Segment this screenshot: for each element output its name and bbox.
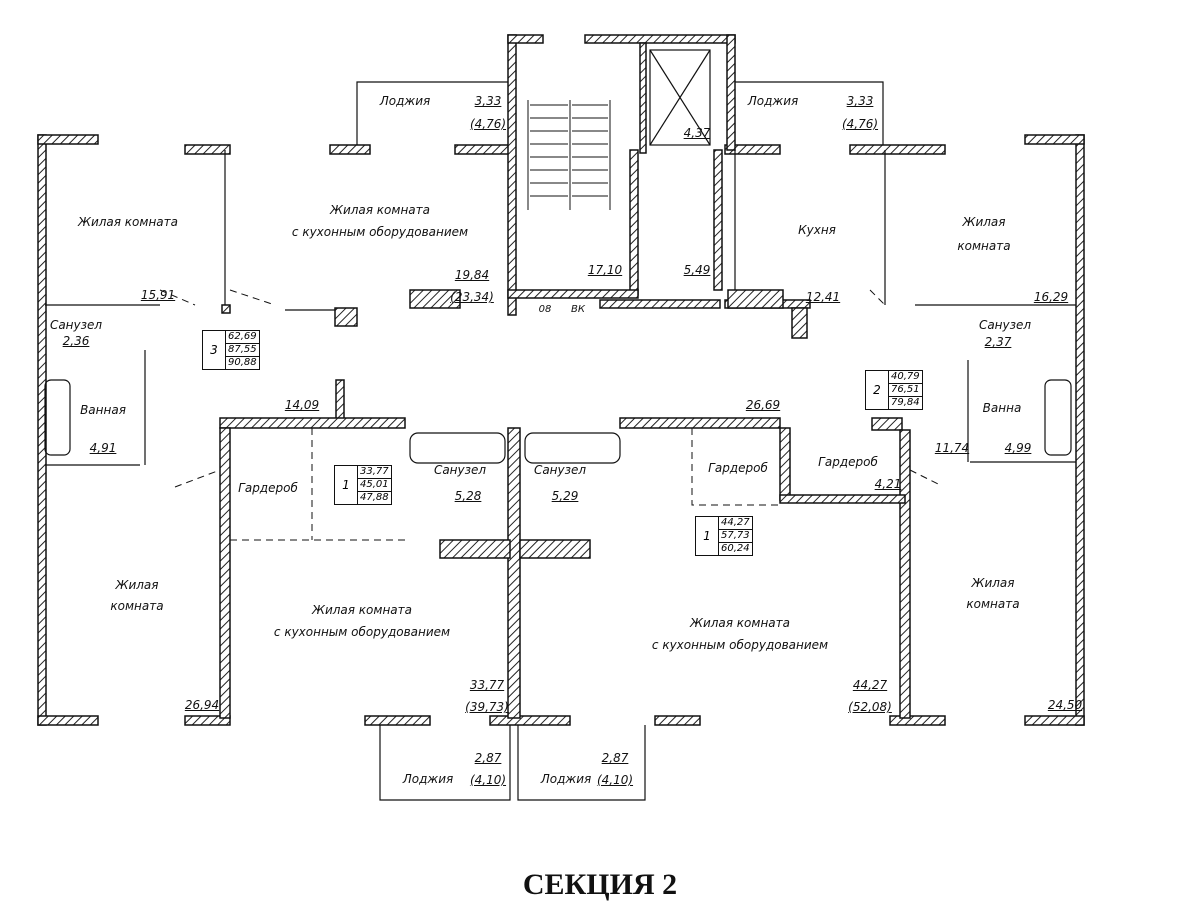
wc-br-name: Санузел (533, 463, 587, 477)
hall-left-area: 14,09 (284, 398, 320, 412)
apartment-total-area-loggia: 79,84 (891, 397, 920, 408)
wardrobe-br-area: 4,21 (874, 477, 902, 491)
bath-left-name: Ванная (80, 403, 126, 417)
room-bl-name2: комната (110, 599, 164, 613)
wardrobe-bc-name: Гардероб (708, 461, 768, 475)
living-kitchen-bl-name: Жилая комната (312, 603, 412, 617)
apartment-rooms: 1 (696, 517, 719, 555)
apartment-total-area: 45,01 (358, 479, 391, 492)
hall-right-small-area: 11,74 (934, 441, 970, 455)
wc-bl-name: Санузел (433, 463, 487, 477)
room-tr-area: 16,29 (1033, 290, 1069, 304)
wc-left-area: 2,36 (62, 334, 90, 348)
apartment-living-area: 62,69 (226, 331, 259, 344)
bath-right-area: 4,99 (1004, 441, 1032, 455)
apartment-rooms: 1 (335, 466, 358, 504)
room-tr-name2: комната (957, 239, 1011, 253)
apartment-total-area-loggia: 47,88 (360, 492, 389, 503)
loggia-tl-name: Лоджия (379, 94, 431, 108)
living-kitchen-top-area2: (23,34) (450, 290, 494, 304)
room-tl-area: 15,91 (140, 288, 176, 302)
wc-br-area: 5,29 (551, 489, 579, 503)
stair-area: 17,10 (587, 263, 623, 277)
wc-right-area: 2,37 (984, 335, 1012, 349)
living-kitchen-br-area: 44,27 (852, 678, 888, 692)
loggia-br-area2: (4,10) (596, 773, 634, 787)
shaft-label-a: 08 (538, 304, 552, 315)
living-kitchen-top-name2: с кухонным оборудованием (291, 225, 469, 239)
living-kitchen-bl-area2: (39,73) (465, 700, 509, 714)
living-kitchen-top-name: Жилая комната (330, 203, 430, 217)
loggia-tl-area: 3,33 (474, 94, 502, 108)
apartment-total-area: 76,51 (889, 384, 922, 397)
room-tr-name: Жилая (962, 215, 1006, 229)
apartment-living-area: 44,27 (719, 517, 752, 530)
apartment-living-area: 33,77 (358, 466, 391, 479)
room-tl-name: Жилая комната (78, 215, 178, 229)
loggia-tr-name: Лоджия (747, 94, 799, 108)
living-kitchen-bl-area: 33,77 (469, 678, 505, 692)
apartment-total-area-loggia: 60,24 (721, 543, 750, 554)
wc-bl-area: 5,28 (454, 489, 482, 503)
stair-treads (530, 104, 608, 197)
loggia-br-name: Лоджия (540, 772, 592, 786)
room-bl-name: Жилая (115, 578, 159, 592)
loggia-tr-area2: (4,76) (841, 117, 879, 131)
apartment-rooms: 2 (866, 371, 889, 409)
hall-right-area: 26,69 (745, 398, 781, 412)
living-kitchen-top-area: 19,84 (454, 268, 490, 282)
apartment-living-area: 40,79 (889, 371, 922, 384)
wc-left-name: Санузел (49, 318, 103, 332)
room-br-area: 24,50 (1047, 698, 1083, 712)
dashed-zones (159, 289, 941, 541)
loggia-bl-area: 2,87 (474, 751, 502, 765)
wardrobe-br-name: Гардероб (818, 455, 878, 469)
lobby-area: 5,49 (683, 263, 711, 277)
elevator-area: 4,37 (683, 126, 711, 140)
living-kitchen-bl-name2: с кухонным оборудованием (273, 625, 451, 639)
bath-left-area: 4,91 (89, 441, 117, 455)
loggia-tl-area2: (4,76) (469, 117, 507, 131)
loggia-bl-name: Лоджия (402, 772, 454, 786)
loggia-bl-area2: (4,10) (469, 773, 507, 787)
room-br-name2: комната (966, 597, 1020, 611)
apartment-total-area: 57,73 (719, 530, 752, 543)
living-kitchen-br-name2: с кухонным оборудованием (651, 638, 829, 652)
wc-right-name: Санузел (978, 318, 1032, 332)
living-kitchen-br-area2: (52,08) (848, 700, 892, 714)
apartment-rooms: 3 (203, 331, 226, 369)
room-br-name: Жилая (971, 576, 1015, 590)
bath-right-name: Ванна (982, 401, 1022, 415)
section-title: СЕКЦИЯ 2 (522, 868, 678, 901)
room-bl-area: 26,94 (184, 698, 220, 712)
shaft-label-b: ВК (571, 304, 585, 315)
kitchen-tr-name: Кухня (798, 223, 836, 237)
living-kitchen-br-name: Жилая комната (690, 616, 790, 630)
wardrobe-bl-name: Гардероб (238, 481, 298, 495)
loggia-tr-area: 3,33 (846, 94, 874, 108)
apartment-total-area-loggia: 90,88 (228, 357, 257, 368)
loggia-br-area: 2,87 (601, 751, 629, 765)
apartment-total-area: 87,55 (226, 344, 259, 357)
kitchen-tr-area: 12,41 (805, 290, 841, 304)
